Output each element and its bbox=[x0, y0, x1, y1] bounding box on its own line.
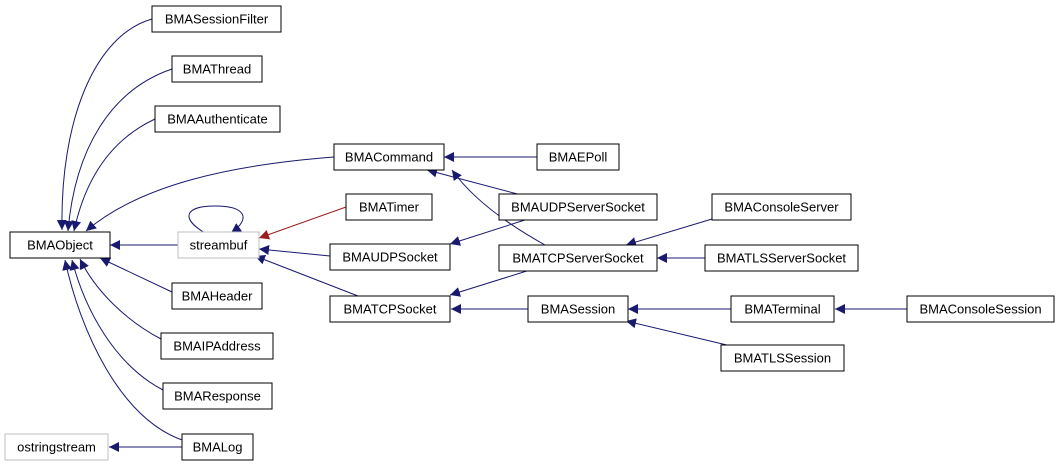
node-label: BMAEPoll bbox=[549, 150, 608, 165]
node-label: streambuf bbox=[190, 238, 248, 253]
node-label: BMASessionFilter bbox=[165, 12, 269, 27]
edge-bmatimer-to-streambuf bbox=[258, 206, 347, 240]
node-bmaepoll[interactable]: BMAEPoll bbox=[536, 143, 620, 171]
node-bmatlsserversocket[interactable]: BMATLSServerSocket bbox=[704, 244, 859, 272]
node-bmasessionfilter[interactable]: BMASessionFilter bbox=[151, 5, 282, 33]
edge-bmaudpserversocket-to-bmacommand bbox=[426, 167, 526, 197]
node-label: BMATerminal bbox=[744, 302, 820, 317]
edge-bmatcpserversocket-to-bmacommand bbox=[451, 169, 546, 246]
node-bmatimer[interactable]: BMATimer bbox=[345, 193, 433, 221]
edge-bmaauthenticate-to-bmaobject bbox=[71, 118, 156, 232]
edge-bmasessionfilter-to-bmaobject bbox=[56, 18, 153, 231]
edge-streambuf-self-loop bbox=[188, 205, 244, 234]
nodes: BMAObject ostringstream BMASessionFilter… bbox=[4, 5, 1055, 461]
edge-bmaconsoleserver-to-bmatcpserversocket bbox=[625, 218, 713, 247]
node-label: BMAObject bbox=[27, 238, 93, 253]
node-label: BMATCPServerSocket bbox=[512, 251, 644, 266]
node-bmaauthenticate[interactable]: BMAAuthenticate bbox=[154, 105, 281, 133]
node-bmacommand[interactable]: BMACommand bbox=[333, 143, 445, 171]
edge-bmaudpsocket-to-streambuf bbox=[258, 245, 331, 257]
edge-bmathread-to-bmaobject bbox=[63, 68, 173, 232]
edge-bmaipaddress-to-bmaobject bbox=[79, 258, 162, 340]
node-bmatcpserversocket[interactable]: BMATCPServerSocket bbox=[498, 244, 658, 272]
node-bmaudpsocket[interactable]: BMAUDPSocket bbox=[329, 243, 451, 271]
node-label: BMATLSServerSocket bbox=[717, 251, 846, 266]
node-label: BMAResponse bbox=[174, 389, 261, 404]
node-bmaterminal[interactable]: BMATerminal bbox=[730, 295, 835, 323]
node-streambuf[interactable]: streambuf bbox=[177, 231, 260, 259]
edge-bmaresponse-to-bmaobject bbox=[69, 259, 164, 391]
node-bmaudpserversocket[interactable]: BMAUDPServerSocket bbox=[498, 193, 658, 221]
node-label: BMACommand bbox=[345, 150, 433, 165]
node-ostringstream[interactable]: ostringstream bbox=[4, 433, 109, 461]
node-bmaconsolesession[interactable]: BMAConsoleSession bbox=[906, 295, 1055, 323]
node-label: BMAUDPSocket bbox=[342, 250, 438, 265]
edge-bmaudpserversocket-to-bmaudpsocket bbox=[449, 218, 529, 246]
edge-bmalog-to-bmaobject bbox=[62, 259, 186, 442]
node-bmaheader[interactable]: BMAHeader bbox=[171, 282, 263, 310]
node-label: BMAHeader bbox=[182, 289, 253, 304]
node-bmatcpsocket[interactable]: BMATCPSocket bbox=[329, 295, 451, 323]
node-bmasession[interactable]: BMASession bbox=[527, 295, 629, 323]
node-label: BMAIPAddress bbox=[173, 339, 261, 354]
node-bmalog[interactable]: BMALog bbox=[181, 433, 254, 461]
edge-bmaheader-to-bmaobject bbox=[99, 257, 173, 293]
edge-bmatcpsocket-to-streambuf bbox=[254, 254, 359, 297]
node-label: BMATLSSession bbox=[734, 351, 831, 366]
node-bmaresponse[interactable]: BMAResponse bbox=[162, 382, 273, 410]
node-label: ostringstream bbox=[17, 440, 96, 455]
node-label: BMALog bbox=[193, 440, 243, 455]
edge-bmatlssession-to-bmasession bbox=[625, 318, 732, 347]
node-label: BMATCPSocket bbox=[344, 302, 437, 317]
node-bmaconsoleserver[interactable]: BMAConsoleServer bbox=[711, 193, 852, 221]
edge-bmacommand-to-bmaobject bbox=[85, 156, 335, 232]
node-label: BMATimer bbox=[359, 200, 420, 215]
node-label: BMAConsoleServer bbox=[724, 200, 839, 215]
node-bmaobject[interactable]: BMAObject bbox=[9, 231, 111, 259]
node-label: BMAUDPServerSocket bbox=[511, 200, 645, 215]
node-label: BMAAuthenticate bbox=[167, 112, 267, 127]
node-bmaipaddress[interactable]: BMAIPAddress bbox=[160, 332, 274, 360]
edge-bmatcpserversocket-to-bmatcpsocket bbox=[449, 269, 531, 297]
node-label: BMAConsoleSession bbox=[919, 302, 1041, 317]
node-bmathread[interactable]: BMAThread bbox=[171, 55, 263, 83]
node-bmatlssession[interactable]: BMATLSSession bbox=[720, 344, 845, 372]
node-label: BMASession bbox=[541, 302, 615, 317]
edges bbox=[56, 18, 907, 452]
node-label: BMAThread bbox=[183, 62, 251, 77]
